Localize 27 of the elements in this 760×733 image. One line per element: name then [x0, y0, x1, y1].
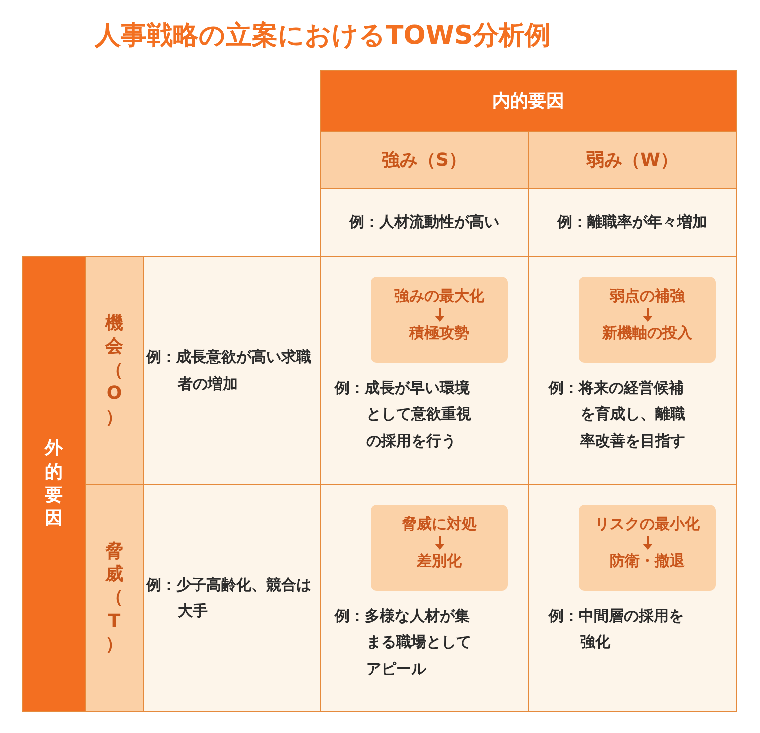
strategy-box	[371, 277, 508, 363]
column-header: 弱み（W）	[586, 149, 678, 172]
strategy-heading: 弱点の補強	[610, 287, 685, 306]
example-text: 例：成長意欲が高い求職者の増加	[146, 347, 312, 394]
strategy-action: 積極攻勢	[410, 324, 470, 343]
row-header: 機会（O）	[105, 312, 124, 429]
column-header: 強み（S）	[382, 149, 467, 172]
strategy-box	[579, 505, 716, 591]
strategy-heading: リスクの最小化	[595, 515, 700, 534]
example-text: 例：人材流動性が高い	[350, 213, 500, 232]
strategy-action: 新機軸の投入	[602, 324, 692, 343]
strategy-heading: 強みの最大化	[394, 287, 484, 306]
row-header: 脅威（T）	[105, 540, 124, 656]
example-text: 例：離職率が年々増加	[558, 213, 708, 232]
example-text: 例：少子高齢化、競合は大手	[146, 574, 312, 622]
example-text: 例：将来の経営候補を育成し、離職率改善を目指す	[549, 378, 686, 452]
strategy-box	[579, 277, 716, 363]
strategy-heading: 脅威に対処	[402, 515, 477, 534]
example-text: 例：中間層の採用を強化	[549, 606, 685, 654]
example-text: 例：成長が早い環境として意欲重視の採用を行う	[335, 378, 472, 452]
strategy-action: 差別化	[417, 552, 462, 571]
column-header: 内的要因	[492, 90, 564, 113]
strategy-action: 防衛・撤退	[610, 552, 685, 571]
strategy-box	[371, 505, 508, 591]
title: 人事戦略の立案におけるTOWS分析例	[95, 20, 552, 53]
row-header: 外的要因	[44, 437, 64, 531]
example-text: 例：多様な人材が集まる職場としてアピール	[335, 606, 472, 680]
